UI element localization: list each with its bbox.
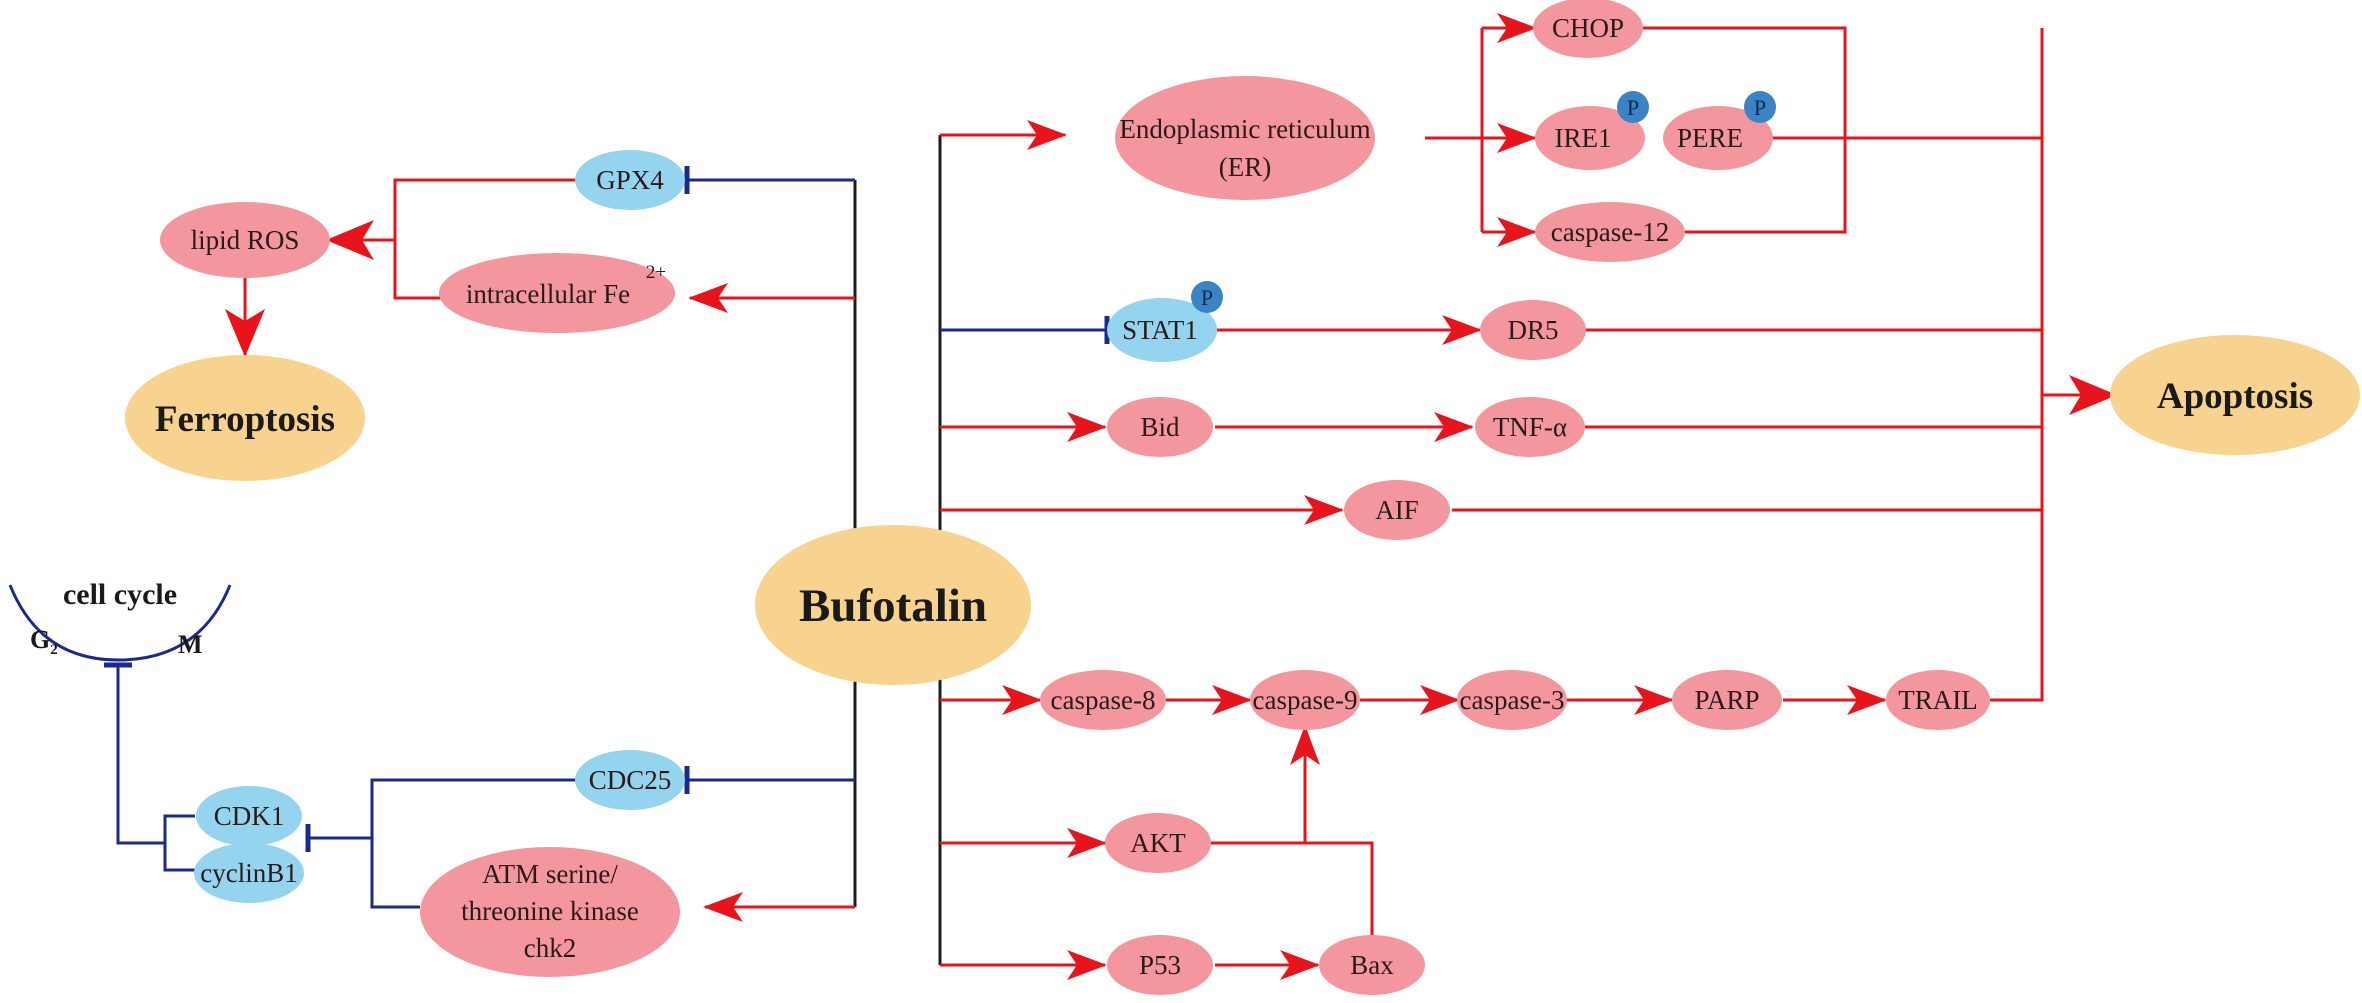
akt-label: AKT — [1130, 828, 1186, 858]
caspase8-node — [1040, 670, 1166, 730]
cyclinb1-label: cyclinB1 — [200, 858, 297, 888]
dr5-label: DR5 — [1507, 315, 1558, 345]
cdk1-node — [196, 786, 302, 846]
trail-output-line — [1990, 28, 2044, 702]
lipid-ros-node — [160, 202, 330, 278]
pere-node — [1663, 106, 1773, 170]
cdk-inhibition-frame — [370, 778, 580, 909]
p53-label: P53 — [1139, 950, 1181, 980]
bax-node — [1319, 935, 1425, 995]
aif-label: AIF — [1375, 495, 1419, 525]
lipid-ros-label: lipid ROS — [191, 225, 300, 255]
pere-phospho-badge — [1744, 91, 1776, 123]
aif-node — [1344, 480, 1450, 540]
gpx4-node — [575, 150, 685, 210]
g2-label: G2 — [30, 625, 58, 658]
cdc25-node — [575, 750, 685, 810]
stat1-node — [1107, 298, 1217, 362]
parp-node — [1672, 670, 1782, 730]
chop-node — [1533, 0, 1643, 58]
dr5-node — [1480, 300, 1586, 360]
pere-phospho-label: P — [1754, 95, 1766, 120]
atm-label-line2: threonine kinase — [461, 896, 639, 926]
akt-node — [1105, 813, 1211, 873]
er-node — [1115, 76, 1375, 200]
caspase3-label: caspase-3 — [1460, 685, 1565, 715]
m-phase-label: M — [178, 630, 203, 659]
stat1-phospho-label: P — [1201, 285, 1213, 310]
stat1-phospho-badge — [1191, 281, 1223, 313]
apoptosis-node — [2110, 335, 2360, 455]
cell-cycle-label: cell cycle — [63, 578, 177, 611]
cdc25-label: CDC25 — [589, 765, 672, 795]
apoptosis-label: Apoptosis — [2157, 376, 2313, 417]
cyclinb1-node — [194, 843, 304, 903]
caspase9-node — [1250, 670, 1360, 730]
intracellular-fe-label: intracellular Fe — [466, 279, 630, 309]
cdk-cyclin-bracket — [163, 814, 195, 872]
ferroptosis-label: Ferroptosis — [155, 399, 335, 440]
p53-node — [1107, 935, 1213, 995]
ferroptosis-node — [125, 355, 365, 481]
fe-superscript: 2+ — [646, 262, 666, 283]
atm-label-line3: chk2 — [524, 933, 576, 963]
tnfa-label: TNF-α — [1493, 412, 1567, 442]
bufotalin-node — [755, 525, 1031, 685]
caspase12-node — [1535, 202, 1685, 262]
gpx4-label: GPX4 — [596, 165, 664, 195]
trail-label: TRAIL — [1898, 685, 1977, 715]
parp-label: PARP — [1694, 685, 1759, 715]
bid-label: Bid — [1140, 412, 1180, 442]
cdk1-label: CDK1 — [214, 801, 285, 831]
ire1-phospho-badge — [1617, 91, 1649, 123]
chop-label: CHOP — [1552, 13, 1624, 43]
bid-node — [1107, 397, 1213, 457]
stat1-label: STAT1 — [1122, 315, 1198, 345]
cell-cycle-arc — [8, 584, 232, 662]
pere-label: PERE — [1677, 123, 1743, 153]
er-label-line1: Endoplasmic reticulum — [1119, 114, 1370, 144]
caspase9-label: caspase-9 — [1253, 685, 1358, 715]
trail-node — [1886, 670, 1990, 730]
chop-output-line — [1595, 26, 1847, 234]
caspase8-label: caspase-8 — [1051, 685, 1156, 715]
bax-label: Bax — [1350, 950, 1394, 980]
ire1-node — [1535, 106, 1645, 170]
connectors — [104, 13, 2117, 980]
ire1-phospho-label: P — [1627, 95, 1639, 120]
cell-cycle-inhibition-line — [116, 665, 165, 845]
tnfa-node — [1475, 397, 1585, 457]
atm-label-line1: ATM serine/ — [482, 859, 618, 889]
ire1-label: IRE1 — [1555, 123, 1612, 153]
bufotalin-label: Bufotalin — [799, 580, 987, 632]
nodes: Bufotalin Ferroptosis Apoptosis lipid RO… — [8, 0, 2360, 995]
caspase3-node — [1457, 670, 1567, 730]
er-label-line2: (ER) — [1219, 152, 1271, 182]
atm-node — [420, 847, 680, 977]
intracellular-fe-node — [439, 253, 675, 333]
caspase12-label: caspase-12 — [1551, 217, 1669, 247]
